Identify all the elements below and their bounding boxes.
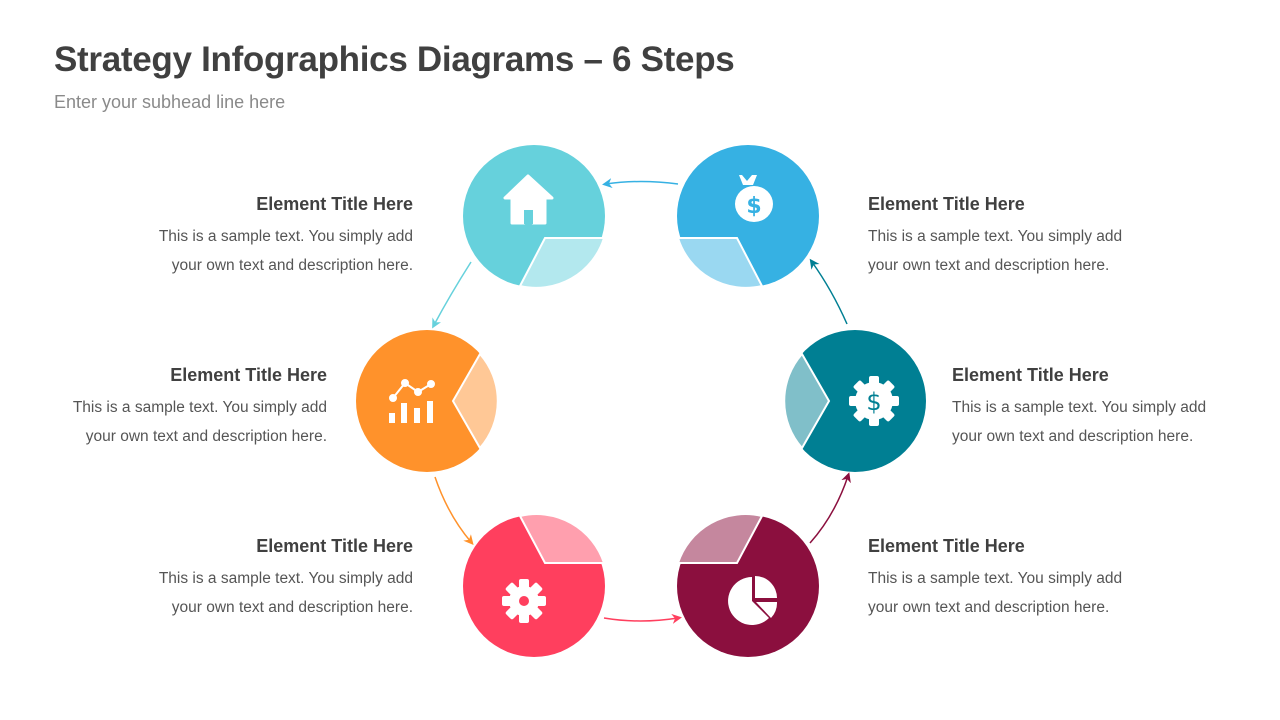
page-title: Strategy Infographics Diagrams – 6 Steps bbox=[54, 40, 735, 79]
step-1-desc-line1: This is a sample text. You simply add bbox=[158, 228, 413, 245]
step-4-circle bbox=[676, 513, 819, 657]
step-5-desc-line2: your own text and description here. bbox=[952, 428, 1194, 445]
arrow-step2-to-step3 bbox=[434, 476, 474, 546]
dollar-gear-icon: $ bbox=[849, 376, 899, 426]
step-2-circle bbox=[356, 330, 499, 472]
gear-icon bbox=[502, 579, 546, 623]
step-6-text: Element Title Here This is a sample text… bbox=[868, 192, 1158, 280]
chart-analytics-icon bbox=[389, 379, 435, 423]
svg-text:$: $ bbox=[866, 388, 881, 416]
step-6-desc-line1: This is a sample text. You simply add bbox=[868, 228, 1123, 245]
step-4-text: Element Title Here This is a sample text… bbox=[868, 534, 1158, 622]
step-3-circle bbox=[463, 513, 606, 657]
step-2-text: Element Title Here This is a sample text… bbox=[37, 363, 327, 451]
pie-chart-icon bbox=[728, 576, 778, 625]
step-2-desc-line2: your own text and description here. bbox=[85, 428, 327, 445]
step-5-text: Element Title Here This is a sample text… bbox=[952, 363, 1242, 451]
step-4-title: Element Title Here bbox=[868, 536, 1025, 556]
step-5-desc-line1: This is a sample text. You simply add bbox=[952, 399, 1207, 416]
step-2-title: Element Title Here bbox=[170, 365, 327, 385]
arrow-step5-to-step6 bbox=[809, 258, 848, 325]
step-5-circle: $ bbox=[783, 330, 926, 472]
step-3-title: Element Title Here bbox=[256, 536, 413, 556]
house-icon bbox=[503, 174, 554, 225]
svg-text:$: $ bbox=[746, 194, 761, 219]
arrow-step6-to-step1 bbox=[602, 178, 679, 189]
step-1-desc-line2: your own text and description here. bbox=[171, 257, 413, 274]
money-bag-icon: $ bbox=[735, 175, 773, 222]
step-6-desc-line2: your own text and description here. bbox=[868, 257, 1110, 274]
step-1-text: Element Title Here This is a sample text… bbox=[123, 192, 413, 280]
step-3-desc-line1: This is a sample text. You simply add bbox=[158, 570, 413, 587]
arrow-step4-to-step5 bbox=[809, 472, 851, 544]
page-subtitle: Enter your subhead line here bbox=[54, 92, 286, 112]
step-3-text: Element Title Here This is a sample text… bbox=[123, 534, 413, 622]
step-6-title: Element Title Here bbox=[868, 194, 1025, 214]
arrow-step3-to-step4 bbox=[603, 613, 682, 624]
step-2-desc-line1: This is a sample text. You simply add bbox=[72, 399, 327, 416]
step-1-title: Element Title Here bbox=[256, 194, 413, 214]
step-1-circle bbox=[463, 145, 606, 289]
step-5-title: Element Title Here bbox=[952, 365, 1109, 385]
step-4-desc-line2: your own text and description here. bbox=[868, 599, 1110, 616]
step-6-circle: $ bbox=[676, 145, 819, 289]
arrow-step1-to-step2 bbox=[432, 261, 472, 329]
step-3-desc-line2: your own text and description here. bbox=[171, 599, 413, 616]
step-4-desc-line1: This is a sample text. You simply add bbox=[868, 570, 1123, 587]
